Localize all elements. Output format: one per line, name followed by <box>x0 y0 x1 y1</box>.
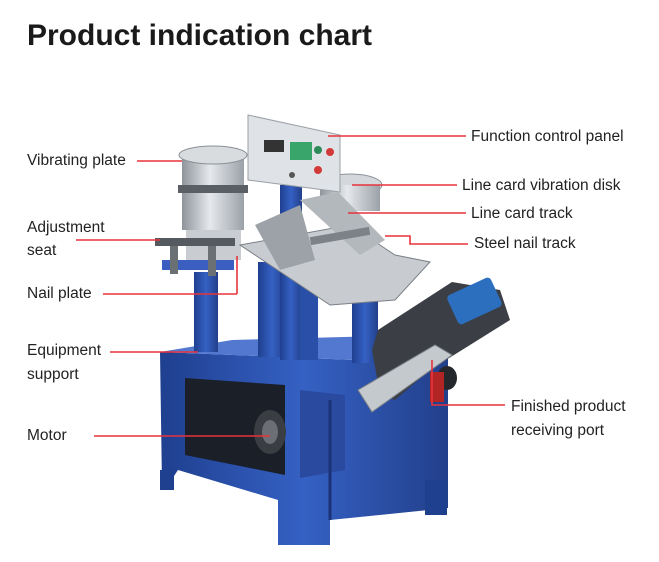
nail-plate-and-tracks <box>238 192 431 306</box>
label-motor: Motor <box>27 427 67 444</box>
leader-steel-nail-track <box>385 235 468 245</box>
label-equipment-support-line2: support <box>27 366 79 383</box>
label-finished-product-line2: receiving port <box>511 422 605 439</box>
leader-finished-product <box>431 360 505 406</box>
label-steel-nail-track: Steel nail track <box>474 235 576 252</box>
label-adjustment-seat-line1: Adjustment <box>27 219 105 236</box>
finished-product-receiving-port <box>357 277 510 413</box>
label-line-card-track: Line card track <box>471 205 573 222</box>
label-adjustment-seat-line2: seat <box>27 242 57 259</box>
label-function-control-panel: Function control panel <box>471 128 624 145</box>
function-control-panel <box>247 114 341 193</box>
adjustment-seat <box>155 238 235 276</box>
label-finished-product-line1: Finished product <box>511 398 626 415</box>
label-equipment-support-line1: Equipment <box>27 342 102 359</box>
label-line-card-vibration-disk: Line card vibration disk <box>462 177 621 194</box>
label-vibrating-plate: Vibrating plate <box>27 152 126 169</box>
vibrating-plate <box>178 145 248 260</box>
motor <box>254 410 286 454</box>
label-nail-plate: Nail plate <box>27 285 92 302</box>
page-title: Product indication chart <box>27 19 373 52</box>
